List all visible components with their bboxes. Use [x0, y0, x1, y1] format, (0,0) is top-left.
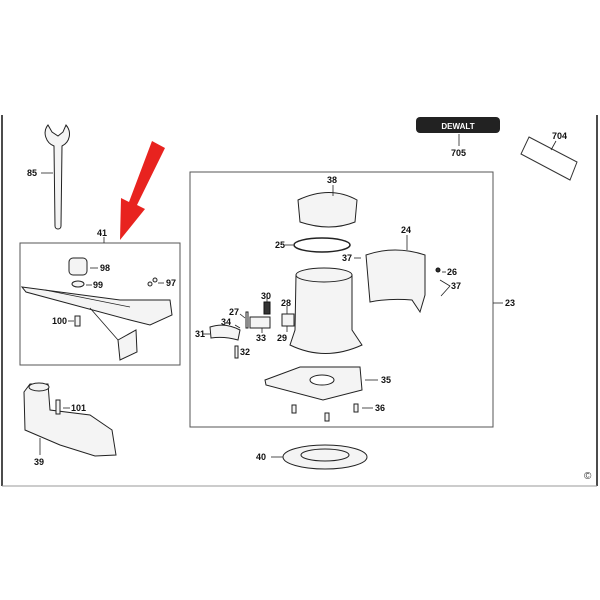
- label-27: 27: [229, 307, 239, 317]
- label-704: 704: [552, 131, 567, 141]
- label-100: 100: [52, 316, 67, 326]
- label-38: 38: [327, 175, 337, 185]
- wrench-part: 85: [27, 124, 70, 230]
- label-24: 24: [401, 225, 411, 235]
- label-85: 85: [27, 168, 37, 178]
- label-37a: 37: [342, 253, 352, 263]
- copyright-mark: ©: [584, 471, 592, 482]
- label-25: 25: [275, 240, 285, 250]
- label-29: 29: [277, 333, 287, 343]
- dewalt-badge-text: DEWALT: [441, 122, 474, 131]
- label-101: 101: [71, 403, 86, 413]
- label-35: 35: [381, 375, 391, 385]
- label-37b: 37: [451, 281, 461, 291]
- label-32: 32: [240, 347, 250, 357]
- label-30: 30: [261, 291, 271, 301]
- label-40: 40: [256, 452, 266, 462]
- label-sticker-part: 704: [520, 131, 578, 181]
- label-31: 31: [195, 329, 205, 339]
- label-97: 97: [166, 278, 176, 288]
- label-28: 28: [281, 298, 291, 308]
- base-assembly: 23 38 25 24 37 26 37 30 28 33 29: [189, 171, 515, 428]
- label-39: 39: [34, 457, 44, 467]
- sub-base-part: 40: [256, 444, 368, 470]
- label-33: 33: [256, 333, 266, 343]
- dust-extraction-part: 101 39: [23, 382, 117, 467]
- brand-badge-part: DEWALT 705: [416, 117, 500, 158]
- label-34: 34: [221, 317, 231, 327]
- label-26: 26: [447, 267, 457, 277]
- label-99: 99: [93, 280, 103, 290]
- label-705: 705: [451, 148, 466, 158]
- label-41: 41: [97, 228, 107, 238]
- red-arrow-icon: [120, 141, 165, 240]
- label-36: 36: [375, 403, 385, 413]
- label-23: 23: [505, 298, 515, 308]
- edge-guide-assembly: 41 98 99 97 100: [19, 228, 181, 366]
- label-98: 98: [100, 263, 110, 273]
